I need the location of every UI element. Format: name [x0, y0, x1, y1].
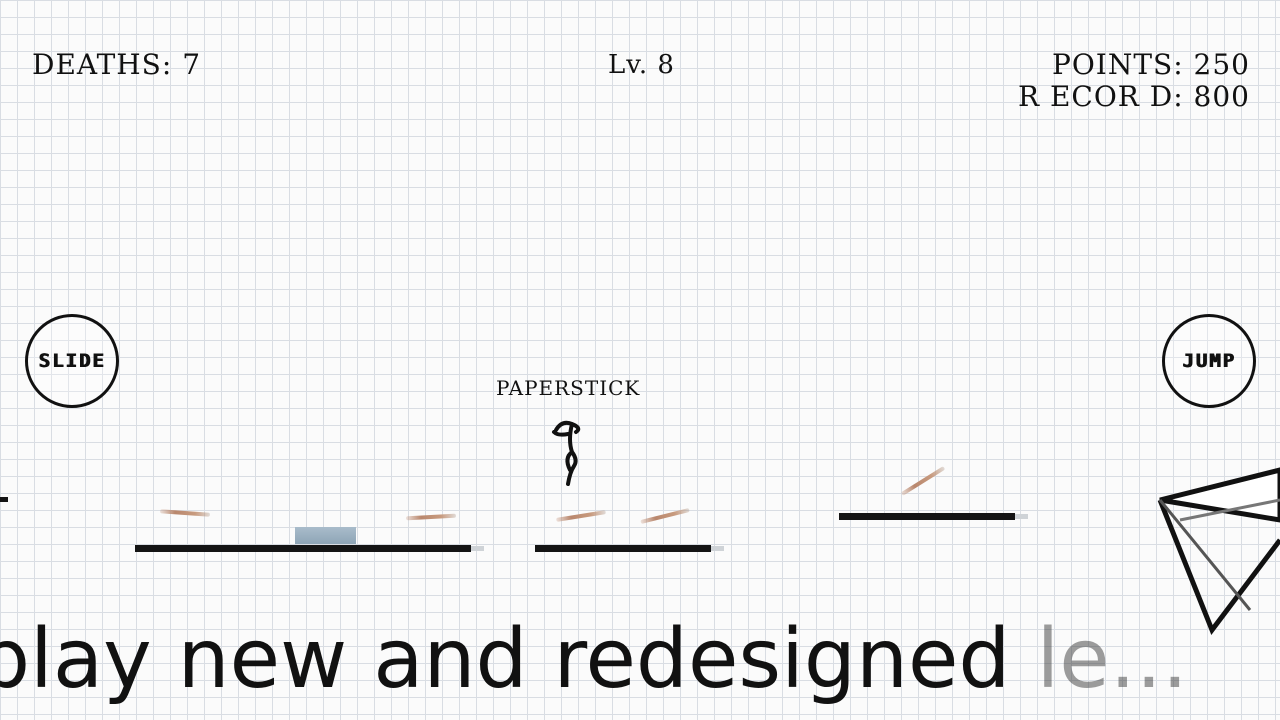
- points-label: POINTS:: [1051, 48, 1184, 81]
- pencil-hazard: [405, 513, 457, 521]
- hud-deaths: DEATHS: 7: [32, 48, 201, 81]
- hud-level: Lv. 8: [608, 50, 675, 80]
- platform-2: [535, 545, 711, 552]
- obstacle-block: [295, 527, 356, 544]
- record-label: R ECOR D:: [1017, 80, 1184, 113]
- stick-figure-player: [552, 420, 581, 486]
- slide-button-label: SLIDE: [38, 350, 106, 372]
- ledge-stub: [0, 497, 8, 502]
- pencil-hazard: [900, 466, 946, 496]
- points-value: 250: [1193, 48, 1250, 81]
- deaths-label: DEATHS:: [32, 48, 173, 81]
- jump-button[interactable]: JUMP: [1162, 314, 1256, 408]
- pencil-hazard: [640, 508, 690, 524]
- hud-points: POINTS: 250: [1052, 48, 1250, 81]
- deaths-value: 7: [182, 48, 202, 81]
- jump-button-label: JUMP: [1182, 350, 1236, 372]
- pencil-hazard: [555, 510, 607, 522]
- record-value: 800: [1193, 80, 1250, 113]
- pencil-hazard: [159, 509, 211, 517]
- promo-banner-faded: le...: [1010, 612, 1188, 707]
- promo-banner: play new and redesigned le...: [0, 612, 1188, 707]
- platform-3: [839, 513, 1015, 520]
- slide-button[interactable]: SLIDE: [25, 314, 119, 408]
- platform-1: [135, 545, 471, 552]
- stick-figure-body: [552, 420, 581, 486]
- paper-plane-icon: [1157, 467, 1280, 636]
- game-logo-text: PAPERSTICK: [496, 376, 641, 400]
- promo-banner-main: play new and redesigned: [0, 612, 1011, 707]
- hud-record: R ECOR D: 800: [1018, 80, 1250, 113]
